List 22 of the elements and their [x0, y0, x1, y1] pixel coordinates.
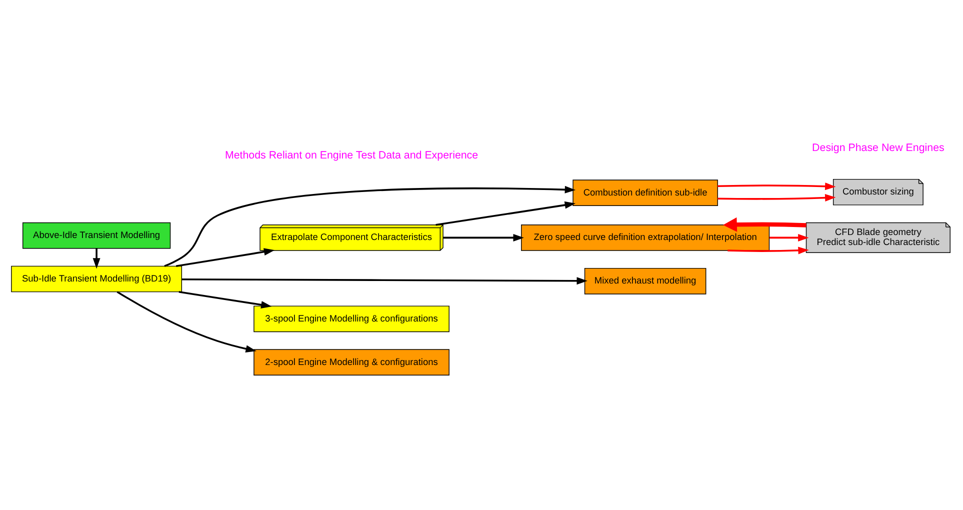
arrow — [723, 216, 806, 232]
arrow — [116, 290, 256, 352]
arrow — [182, 276, 588, 284]
arrow — [176, 248, 275, 267]
arrow — [178, 290, 272, 308]
arrow — [728, 246, 809, 254]
node-box: 2-spool Engine Modelling & configurations — [254, 348, 450, 375]
arrow — [718, 182, 836, 190]
label: Design Phase New Engines — [812, 142, 944, 154]
node-box: Mixed exhaust modelling — [584, 267, 706, 294]
arrow — [443, 233, 524, 241]
node-box: Above-Idle Transient Modelling — [22, 222, 171, 248]
arrow — [718, 194, 836, 201]
node-box: 3-spool Engine Modelling & configurations — [254, 305, 450, 332]
arrow — [436, 200, 576, 226]
arrow — [770, 233, 809, 241]
arrow — [92, 248, 100, 268]
label: Methods Reliant on Engine Test Data and Experience — [224, 148, 478, 161]
node-box: Zero speed curve definition extrapolation/ Interpolation — [521, 224, 770, 250]
node-box: Combustion definition sub-idle — [572, 179, 718, 206]
arrow — [164, 185, 576, 266]
node-box: Sub-Idle Transient Modelling (BD19) — [11, 265, 182, 292]
